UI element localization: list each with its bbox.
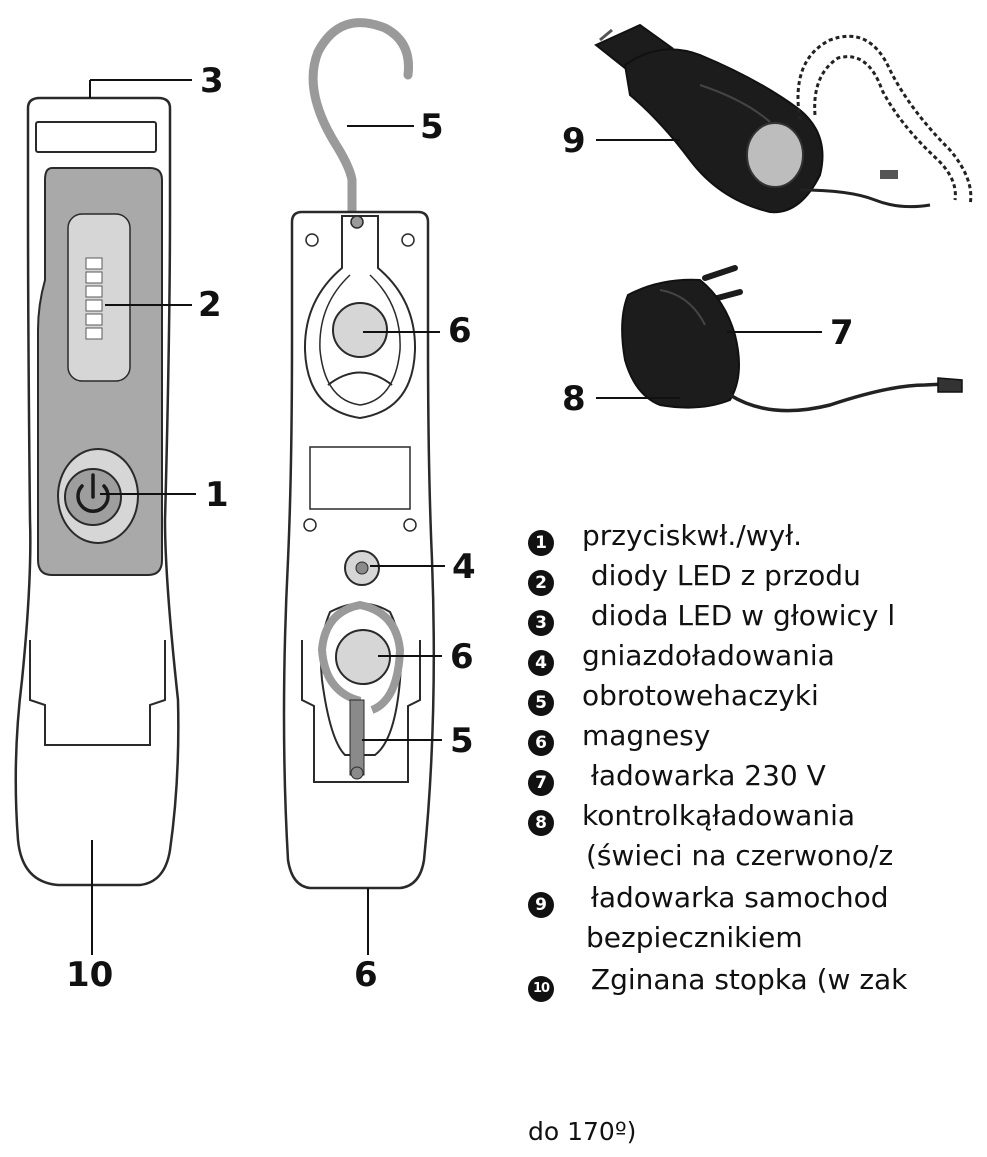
hook-bottom bbox=[317, 600, 405, 775]
callout-6-lower: 6 bbox=[450, 637, 474, 677]
legend-text: diody LED z przodu bbox=[582, 559, 861, 592]
legend-item-9-continued: bezpiecznikiem bbox=[528, 921, 987, 963]
legend-item-9: 9 ładowarka samochod bbox=[528, 881, 987, 921]
front-lamp bbox=[14, 79, 196, 955]
wall-charger bbox=[596, 265, 963, 413]
callout-8: 8 bbox=[562, 379, 586, 419]
wall-charger-cable bbox=[729, 382, 946, 413]
front-foot-outline bbox=[29, 640, 166, 746]
front-led-cells bbox=[85, 257, 103, 340]
callout-7: 7 bbox=[830, 313, 854, 353]
legend-text: (świeci na czerwono/z bbox=[586, 839, 894, 872]
legend-text: przyciskwł./wył. bbox=[582, 519, 803, 552]
legend-badge: 1 bbox=[528, 530, 554, 556]
legend-item-7: 7 ładowarka 230 V bbox=[528, 759, 987, 799]
legend-text: gniazdoładowania bbox=[582, 639, 835, 672]
legend-badge: 2 bbox=[528, 570, 554, 596]
legend-badge: 4 bbox=[528, 650, 554, 676]
legend-text: bezpiecznikiem bbox=[586, 921, 803, 954]
upper-magnet bbox=[332, 302, 388, 358]
legend-badge: 6 bbox=[528, 730, 554, 756]
callout-2: 2 bbox=[198, 285, 222, 325]
callout-5-bottom: 5 bbox=[450, 721, 474, 761]
legend-item-6: 6 magnesy bbox=[528, 719, 987, 759]
legend-item-8-continued: (świeci na czerwono/z bbox=[528, 839, 987, 881]
legend-item-3: 3 dioda LED w głowicy l bbox=[528, 599, 987, 639]
legend: 1 przyciskwł./wył. 2 diody LED z przodu … bbox=[528, 519, 987, 1003]
callout-4: 4 bbox=[452, 547, 476, 587]
legend-text: ładowarka 230 V bbox=[582, 759, 826, 792]
callout-6-bottom: 6 bbox=[354, 955, 378, 995]
hook-top bbox=[308, 18, 414, 227]
coiled-cable bbox=[796, 34, 973, 206]
car-plug-tip bbox=[594, 23, 674, 74]
legend-badge: 9 bbox=[528, 892, 554, 918]
legend-text: obrotowehaczyki bbox=[582, 679, 819, 712]
legend-item-2: 2 diody LED z przodu bbox=[528, 559, 987, 599]
legend-item-8: 8 kontrolkąładowania bbox=[528, 799, 987, 839]
car-charger-lens bbox=[746, 122, 804, 188]
callout-1: 1 bbox=[205, 475, 229, 515]
legend-badge: 8 bbox=[528, 810, 554, 836]
callout-9: 9 bbox=[562, 121, 586, 161]
back-label-area bbox=[309, 446, 411, 510]
legend-badge: 3 bbox=[528, 610, 554, 636]
legend-text: kontrolkąładowania bbox=[582, 799, 856, 832]
back-foot-outline bbox=[301, 640, 421, 783]
legend-text: dioda LED w głowicy l bbox=[582, 599, 896, 632]
front-head-led-window bbox=[35, 121, 157, 153]
car-charger bbox=[594, 23, 973, 214]
callout-6-upper: 6 bbox=[448, 311, 472, 351]
callout-5-top: 5 bbox=[420, 107, 444, 147]
barrel-connector bbox=[937, 377, 963, 393]
legend-item-1: 1 przyciskwł./wył. bbox=[528, 519, 987, 559]
legend-text: magnesy bbox=[582, 719, 711, 752]
callout-10: 10 bbox=[66, 955, 114, 995]
callout-3: 3 bbox=[200, 61, 224, 101]
legend-item-10: 10 Zginana stopka (w zak bbox=[528, 963, 987, 1003]
legend-item-10-continued: do 170º) bbox=[528, 1117, 637, 1146]
legend-item-4: 4 gniazdoładowania bbox=[528, 639, 987, 679]
legend-badge: 10 bbox=[528, 976, 554, 1002]
wall-charger-body bbox=[621, 278, 740, 409]
legend-text: ładowarka samochod bbox=[582, 881, 889, 914]
legend-badge: 5 bbox=[528, 690, 554, 716]
back-lamp bbox=[282, 18, 445, 955]
legend-item-5: 5 obrotowehaczyki bbox=[528, 679, 987, 719]
legend-badge: 7 bbox=[528, 770, 554, 796]
screw-holes bbox=[303, 233, 417, 532]
legend-text: Zginana stopka (w zak bbox=[582, 963, 908, 996]
